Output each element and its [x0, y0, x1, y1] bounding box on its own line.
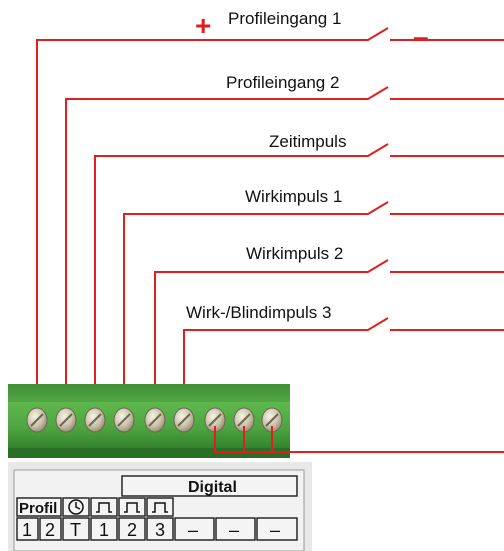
wire-zeitimpuls [94, 143, 504, 412]
label-panel: Digital Profil 1 2 T [8, 462, 312, 551]
panel-profil-header [16, 497, 62, 517]
label-wirkimpuls-1: Wirkimpuls 1 [245, 187, 342, 206]
panel-value-9: – [270, 520, 280, 540]
panel-value-2: 2 [45, 520, 55, 540]
panel-value-5: 2 [127, 520, 137, 540]
terminal-screw-9 [261, 407, 283, 433]
label-zeitimpuls: Zeitimpuls [269, 132, 346, 151]
terminal-screw-7 [204, 407, 226, 433]
panel-group-profil: Profil [19, 500, 57, 517]
panel-cell-6 [146, 517, 174, 541]
panel-cell-4 [90, 517, 118, 541]
panel-value-4: 1 [99, 520, 109, 540]
plus-sign: + [195, 10, 211, 41]
panel-cell-3 [62, 517, 90, 541]
terminal-screw-1 [26, 407, 48, 433]
panel-cell-1 [16, 517, 39, 541]
wire-common [214, 426, 504, 453]
wire-profileingang-2 [65, 86, 504, 412]
panel-title: Digital [188, 479, 237, 496]
panel-value-6: 3 [155, 520, 165, 540]
pulse-icon [124, 502, 140, 513]
panel-cell-2 [39, 517, 62, 541]
label-wirkimpuls-2: Wirkimpuls 2 [246, 244, 343, 263]
panel-number-row: 1 2 T 1 2 3 – – – [16, 517, 298, 541]
panel-value-3: T [70, 520, 81, 540]
panel-value-8: – [229, 520, 239, 540]
terminal-screw-5 [144, 407, 166, 433]
panel-cell-7 [174, 517, 215, 541]
panel-cell-9 [256, 517, 298, 541]
panel-cell-5 [118, 517, 146, 541]
terminal-screw-2 [55, 407, 77, 433]
panel-pulse-cell-2 [118, 497, 146, 517]
panel-cell-8 [215, 517, 256, 541]
label-wirk-blindimpuls-3: Wirk-/Blindimpuls 3 [186, 303, 331, 322]
terminal-screw-4 [113, 407, 135, 433]
panel-pulse-cell-3 [146, 497, 174, 517]
minus-sign: – [413, 21, 429, 52]
pulse-icon [152, 502, 168, 513]
panel-pulse-cell-1 [90, 497, 118, 517]
panel-value-7: – [188, 520, 198, 540]
panel-value-1: 1 [22, 520, 32, 540]
wire-wirkimpuls-2 [154, 259, 504, 412]
panel-digital-header [121, 475, 298, 497]
wire-wirk-blindimpuls-3 [183, 317, 504, 412]
wire-profileingang-1 [36, 27, 504, 412]
clock-icon [68, 499, 84, 515]
terminal-screw-3 [84, 407, 106, 433]
terminal-screw-6 [173, 407, 195, 433]
label-profileingang-1: Profileingang 1 [228, 9, 341, 28]
pulse-icon [96, 502, 112, 513]
label-profileingang-2: Profileingang 2 [226, 73, 339, 92]
terminal-screws [26, 407, 283, 433]
wire-wirkimpuls-1 [123, 201, 504, 412]
